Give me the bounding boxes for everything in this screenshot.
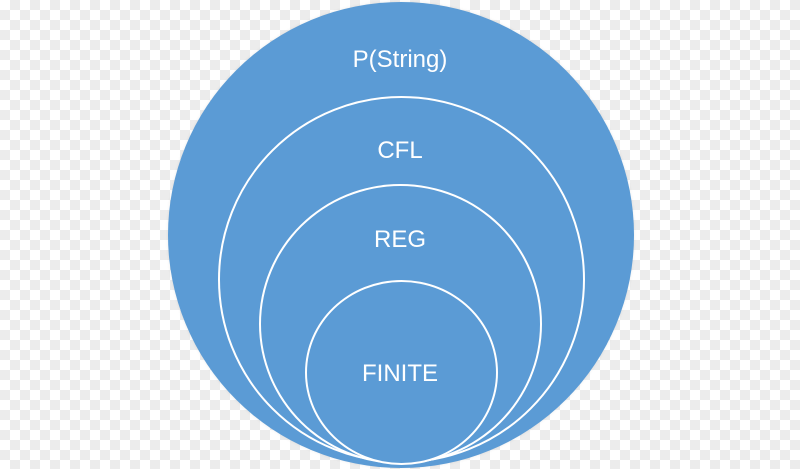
- set-finite-label: FINITE: [362, 360, 438, 387]
- set-cfl-label: CFL: [377, 137, 423, 164]
- set-p-string-label: P(String): [352, 46, 448, 73]
- set-reg-label: REG: [373, 226, 426, 253]
- set-finite-circle: [305, 280, 498, 465]
